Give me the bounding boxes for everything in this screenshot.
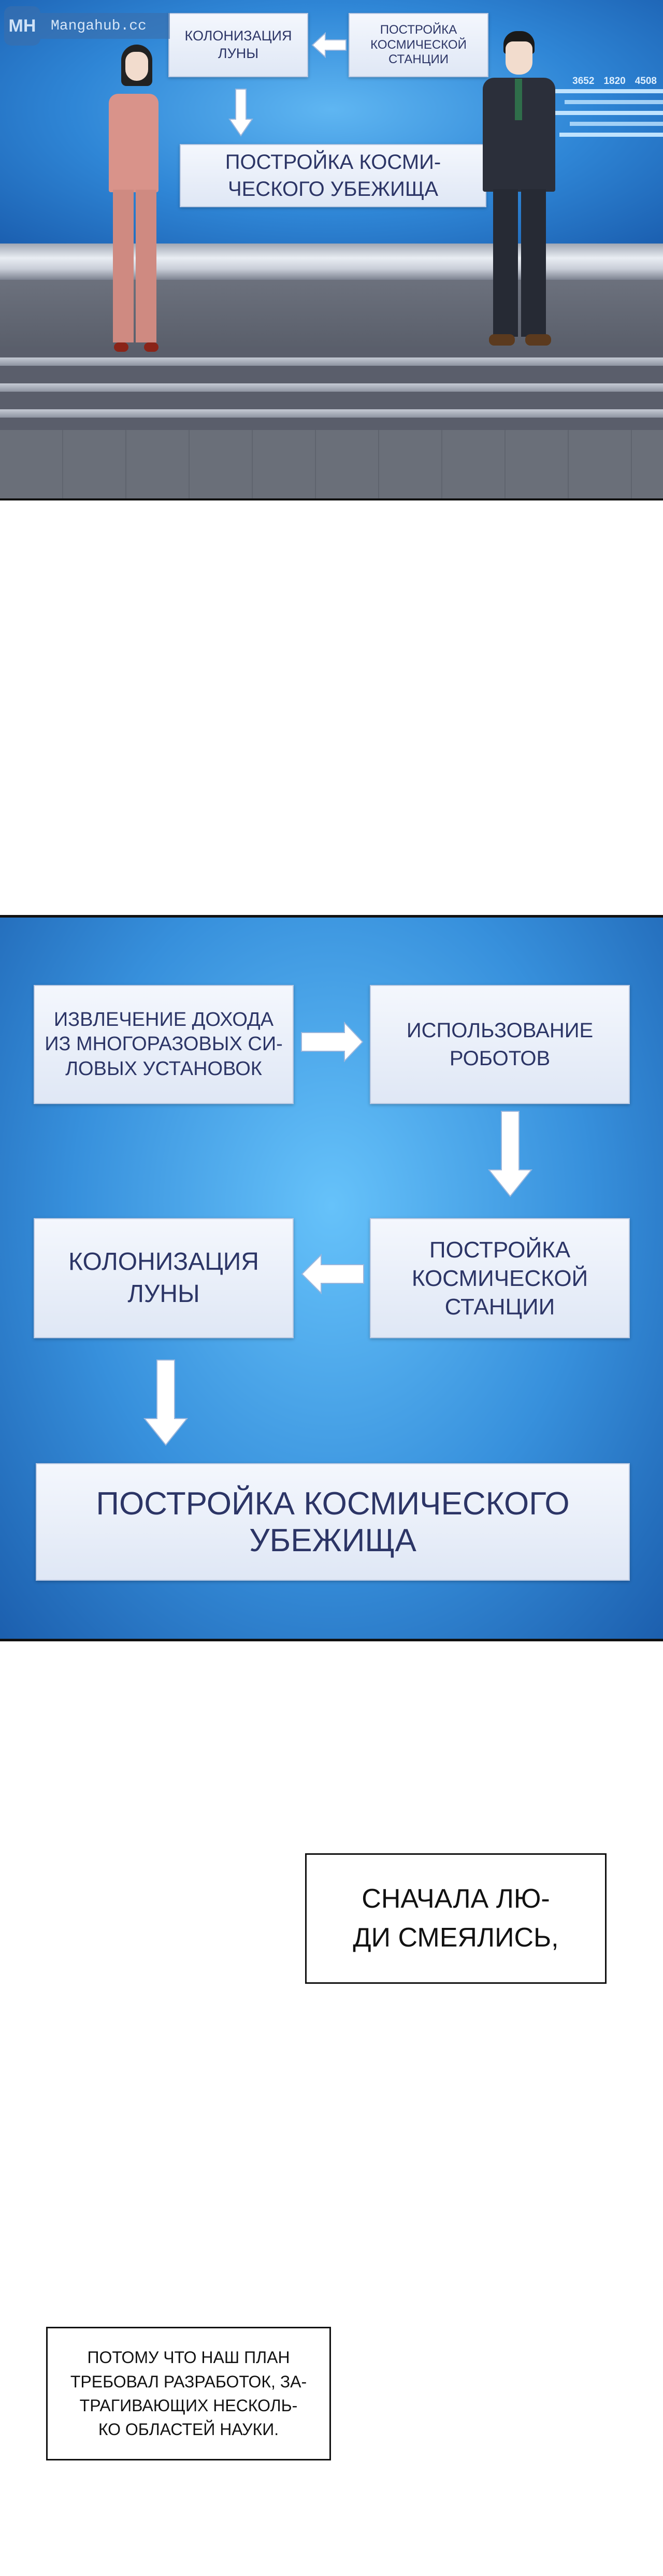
stat-bar (539, 111, 663, 115)
diagram-box-moon: Колонизация луны (34, 1218, 294, 1338)
watermark-logo: MH (4, 6, 40, 46)
woman-presenter-illustration (82, 45, 180, 355)
stage-wall (0, 280, 663, 347)
diagram-box-station: Постройка космической станции (370, 1218, 630, 1338)
watermark-site: Mangahub.cc (40, 13, 170, 39)
panel-flow-diagram: Извлечение дохода из многоразовых си- ло… (0, 915, 663, 1641)
stat-value: 3652 (572, 76, 595, 87)
stat-value: 4508 (635, 76, 657, 87)
diagram-box-income: Извлечение дохода из многоразовых си- ло… (34, 985, 294, 1104)
arrow-down-icon (143, 1359, 189, 1446)
panel-presentation-stage: Колонизация луны Постройка космической с… (0, 0, 663, 500)
man-presenter-illustration (478, 31, 560, 352)
stage-step (0, 409, 663, 418)
arrow-left-icon (301, 1253, 364, 1295)
stage-floor (0, 430, 663, 498)
diagram-box-robots: Использование роботов (370, 985, 630, 1104)
stat-bar (549, 89, 663, 93)
arrow-right-icon (301, 1021, 364, 1063)
stage-step (0, 383, 663, 392)
stat-bar (559, 133, 663, 137)
caption-box: потому что наш план требовал разработок,… (46, 2327, 331, 2460)
stage-light-band (0, 244, 663, 280)
caption-box: Сначала лю- ди смеялись, (305, 1853, 607, 1984)
arrow-down-icon (228, 89, 253, 137)
diagram-box-station: Постройка космической станции (349, 13, 488, 77)
diagram-box-moon: Колонизация луны (168, 13, 308, 77)
stat-value: 1820 (603, 76, 626, 87)
stat-bar (570, 122, 663, 126)
arrow-left-icon (311, 32, 347, 58)
stage-step (0, 357, 663, 366)
stat-bar (565, 100, 663, 104)
diagram-box-shelter: Постройка косми- ческого убежища (180, 144, 486, 207)
diagram-box-shelter: Постройка космического убежища (36, 1463, 630, 1581)
watermark: MH Mangahub.cc (4, 6, 170, 46)
stats-readout: 3652 1820 4508 (572, 76, 657, 87)
arrow-down-icon (487, 1111, 533, 1197)
